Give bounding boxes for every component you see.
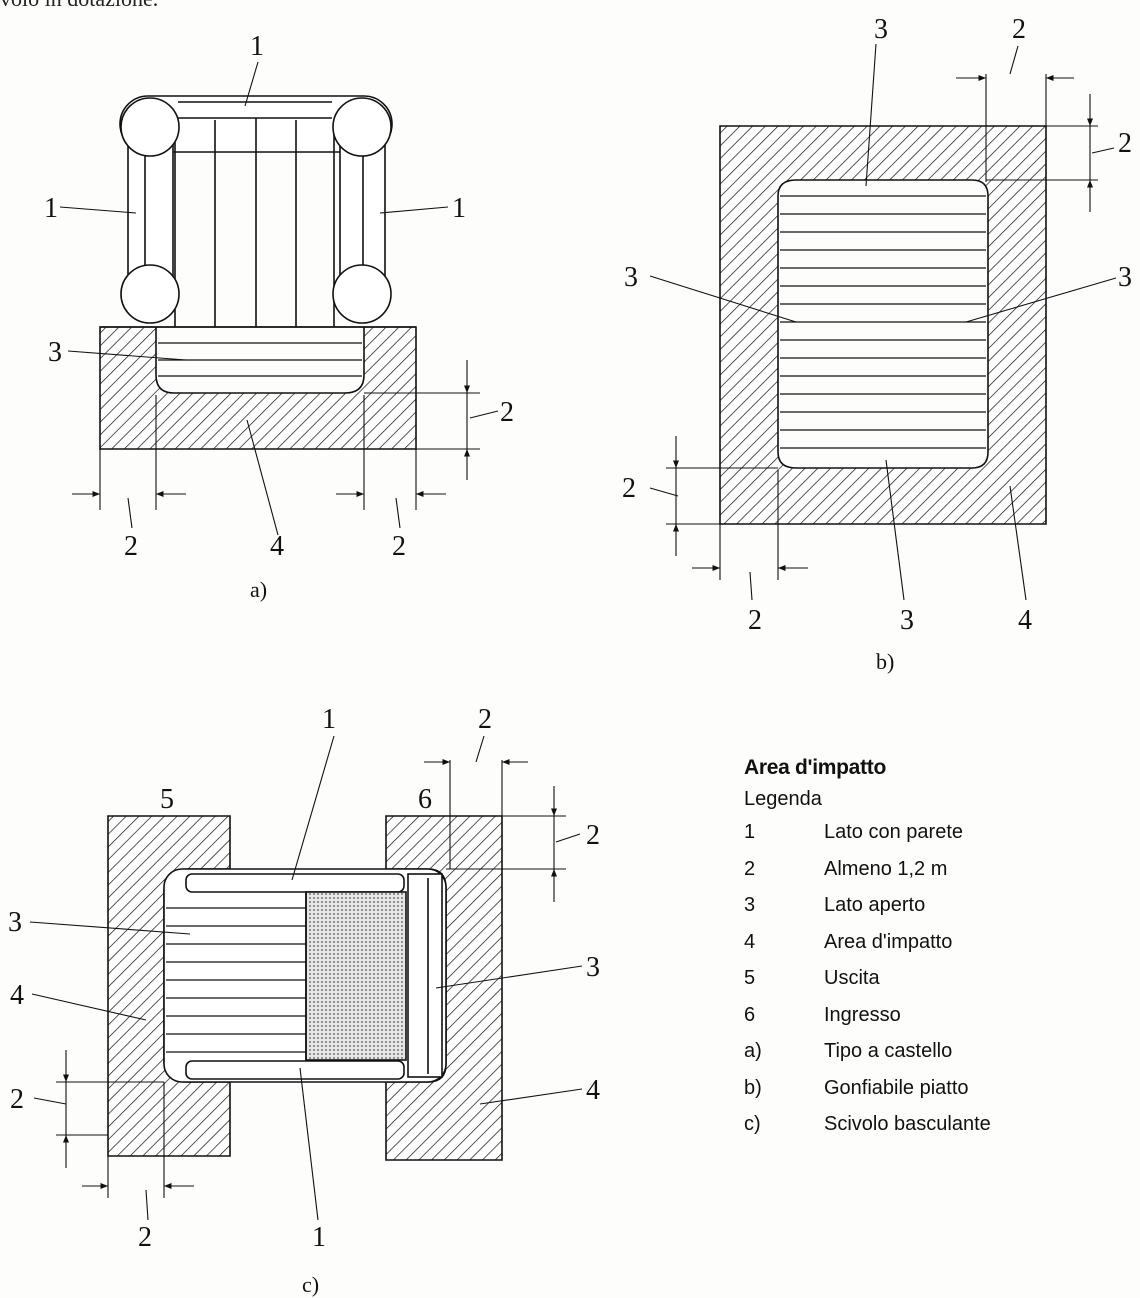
a-label-4: 4	[270, 531, 284, 562]
b-label-4: 4	[1018, 605, 1032, 636]
legend-item: 1 Lato con parete	[744, 821, 991, 858]
legend-item-label: Ingresso	[824, 1003, 901, 1026]
legend-item-key: 5	[744, 967, 756, 989]
c-label-1-bottom: 1	[312, 1222, 326, 1253]
caption-c: c)	[302, 1272, 319, 1297]
c-label-3-left: 3	[8, 907, 22, 938]
c-label-4-left: 4	[10, 980, 24, 1011]
c-label-2-right: 2	[586, 820, 600, 851]
c-label-1-top: 1	[322, 704, 336, 735]
b-label-2-bottom: 2	[748, 605, 762, 636]
legend-item-label: Uscita	[824, 967, 880, 989]
a-label-2-right: 2	[500, 397, 514, 428]
a-label-1-right: 1	[452, 193, 466, 224]
b-label-3-top: 3	[874, 14, 888, 45]
c-label-2-left: 2	[10, 1084, 24, 1115]
legend-item-key: b)	[744, 1076, 762, 1099]
legend-item-label: Tipo a castello	[824, 1040, 953, 1062]
b-label-3-right: 3	[1118, 262, 1132, 293]
b-label-3-left: 3	[624, 262, 638, 293]
figure-a	[59, 61, 499, 536]
figure-b	[649, 43, 1117, 601]
b-label-2-left: 2	[622, 473, 636, 504]
legend-item-label: Area d'impatto	[824, 930, 953, 953]
inflatable-b	[780, 195, 986, 449]
legend-list: 1 Lato con parete 2 Almeno 1,2 m 3 Lato apert…	[744, 821, 991, 1150]
b-label-3-bottom: 3	[900, 605, 914, 636]
legend-item: 3 Lato aperto	[744, 894, 991, 931]
legend-item: 5 Uscita	[744, 967, 991, 1004]
c-label-4-right: 4	[586, 1075, 600, 1106]
legend-title: Area d'impatto	[744, 756, 886, 779]
legend-item-key: 4	[744, 930, 756, 953]
legend-item-label: Scivolo basculante	[824, 1113, 991, 1135]
castle-walls-a	[119, 95, 393, 327]
a-label-1-left: 1	[44, 193, 58, 224]
a-label-3: 3	[48, 337, 62, 368]
legend-item: c) Scivolo basculante	[744, 1113, 991, 1150]
legend: Area d'impatto Legenda 1 Lato con parete 2…	[744, 756, 991, 1150]
c-label-2-top: 2	[478, 704, 492, 735]
slide-surface-c	[305, 891, 407, 1061]
open-side-a	[158, 342, 362, 377]
c-label-3-right: 3	[586, 952, 600, 983]
c-label-6: 6	[418, 784, 432, 815]
figure-c	[29, 735, 583, 1221]
legend-item: 2 Almeno 1,2 m	[744, 858, 991, 895]
b-label-2-right: 2	[1118, 128, 1132, 159]
legend-item-label: Lato con parete	[824, 821, 963, 843]
legend-item-label: Lato aperto	[824, 894, 926, 916]
caption-b: b)	[876, 649, 894, 674]
a-label-1-top: 1	[250, 31, 264, 62]
legend-item: b) Gonfiabile piatto	[744, 1077, 991, 1114]
c-label-2-bottom: 2	[138, 1222, 152, 1253]
legend-item-label: Gonfiabile piatto	[824, 1076, 969, 1099]
c-label-5: 5	[160, 784, 174, 815]
legend-item-key: 3	[744, 894, 756, 916]
a-label-2-bottom-right: 2	[392, 531, 406, 562]
legend-item-key: 1	[744, 821, 756, 843]
impact-area-b	[719, 125, 1047, 525]
legend-subtitle: Legenda	[744, 788, 822, 810]
b-label-2-top: 2	[1012, 14, 1026, 45]
caption-a: a)	[250, 577, 267, 602]
legend-item-key: a)	[744, 1040, 762, 1062]
a-label-2-bottom-left: 2	[124, 531, 138, 562]
legend-item-key: c)	[744, 1113, 761, 1135]
legend-item: 4 Area d'impatto	[744, 931, 991, 968]
legend-item-key: 2	[744, 857, 756, 880]
top-text-fragment: volo in dotazione.	[0, 0, 158, 12]
legend-item: 6 Ingresso	[744, 1004, 991, 1041]
legend-item-key: 6	[744, 1003, 756, 1026]
impact-area-a	[99, 326, 417, 450]
legend-item: a) Tipo a castello	[744, 1040, 991, 1077]
legend-item-label: Almeno 1,2 m	[824, 857, 948, 880]
